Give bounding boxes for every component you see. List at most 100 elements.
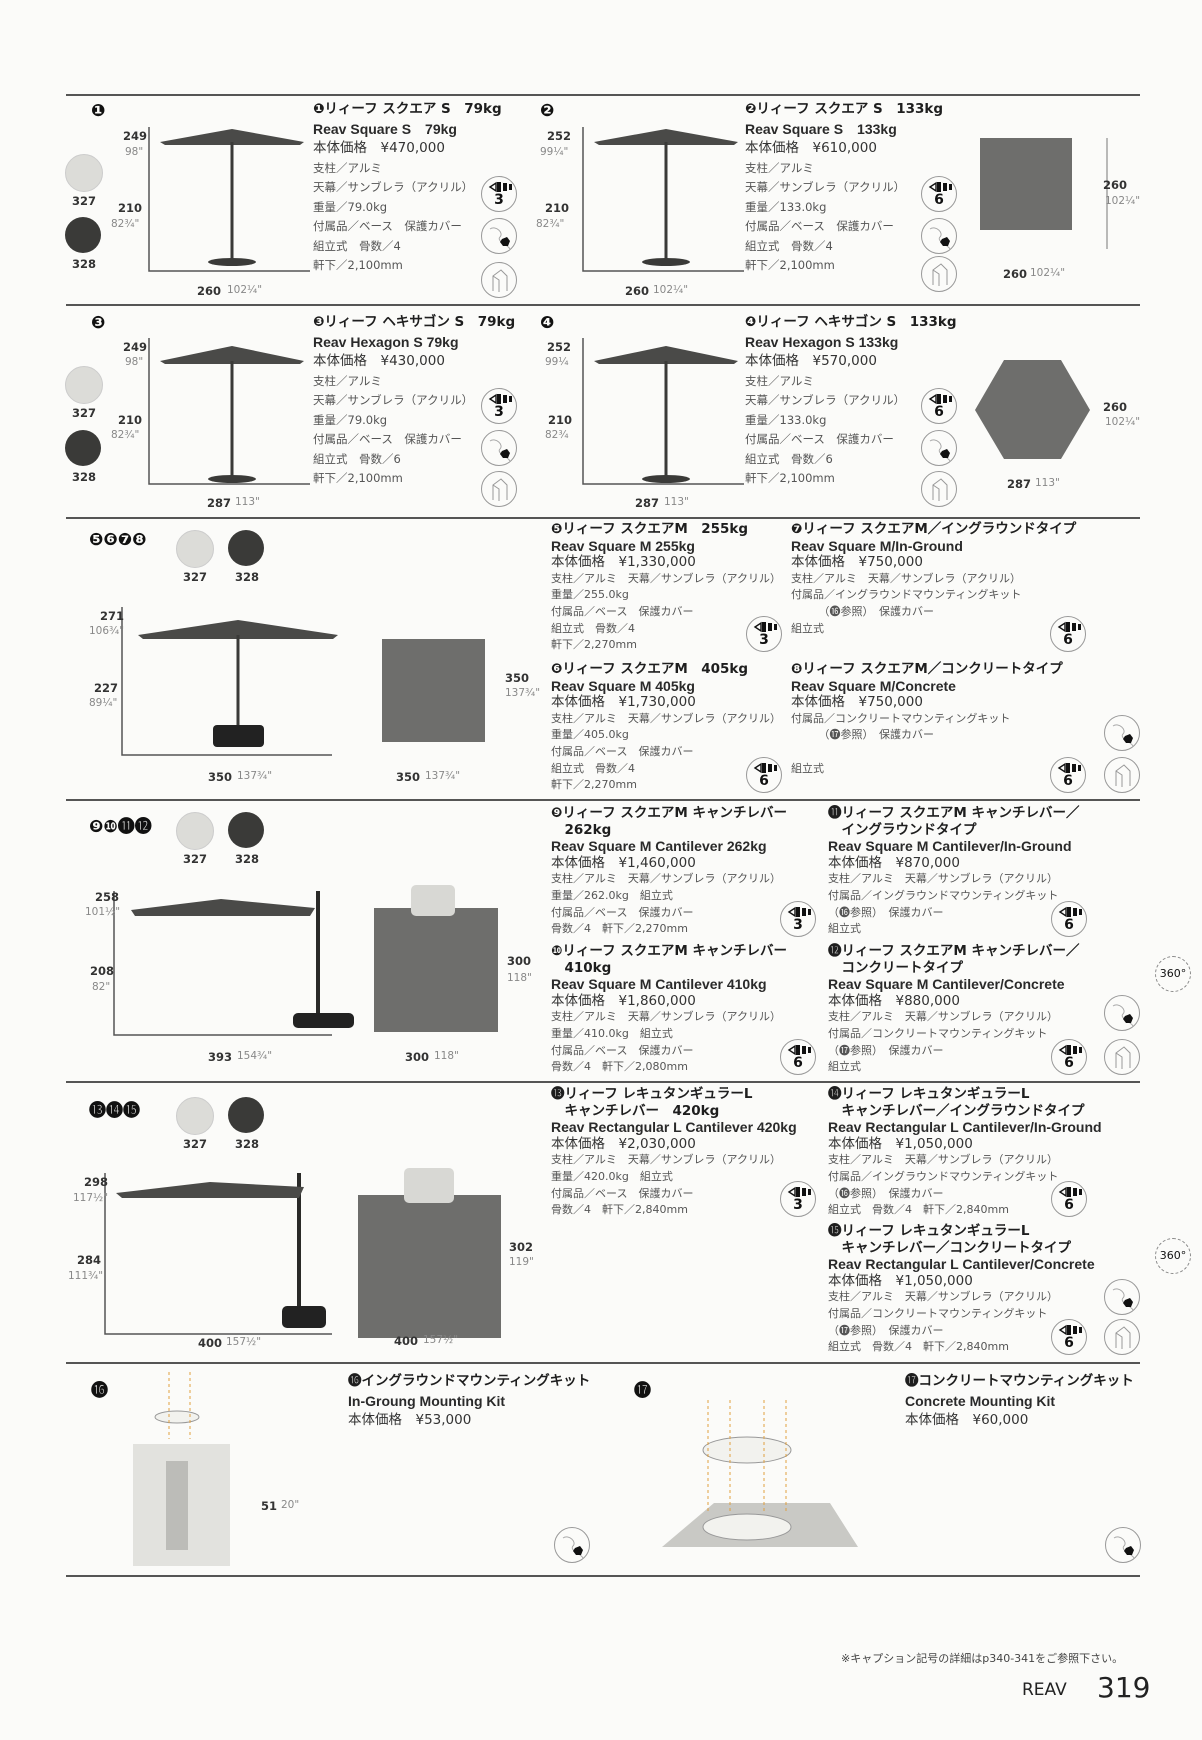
color-swatch-328[interactable]	[228, 812, 264, 848]
product-price: 本体価格 ¥1,050,000	[828, 1272, 973, 1289]
wind-rating-number: 6	[1064, 917, 1074, 933]
dimension-label: 137¾"	[425, 770, 461, 782]
product-spec: （⓰参照） 保護カバー	[828, 905, 944, 919]
product-spec: 支柱／アルミ 天幕／サンブレラ（アクリル）	[551, 1010, 782, 1024]
product-spec: 支柱／アルミ 天幕／サンブレラ（アクリル）	[551, 1153, 782, 1167]
divider	[66, 1081, 1140, 1083]
product-price: 本体価格 ¥2,030,000	[551, 1135, 696, 1152]
product-price: 本体価格 ¥750,000	[791, 694, 923, 711]
dimension-label: 300	[507, 954, 532, 968]
product-spec: （⓱参照） 保護カバー	[828, 1323, 944, 1337]
mount-plate	[411, 885, 455, 916]
color-swatch-328[interactable]	[65, 430, 101, 466]
product-title-jp: ❾リィーフ スクエアM キャンチレバー	[551, 805, 787, 821]
color-swatch-327[interactable]	[65, 154, 103, 192]
product-name: Reav Rectangular L Cantilever/Concrete	[828, 1256, 1095, 1273]
product-spec: 重量／79.0kg	[313, 412, 388, 427]
product-spec: （⓱参照） 保護カバー	[791, 728, 934, 742]
product-spec: 組立式 骨数／6	[313, 451, 401, 466]
dimension-label: 154¾"	[237, 1050, 273, 1062]
dimension-frame	[104, 1173, 332, 1335]
product-spec: 組立式 骨数／4 軒下／2,840mm	[828, 1340, 1009, 1354]
product-spec: 天幕／サンブレラ（アクリル）	[313, 180, 474, 194]
wind-rating-number: 3	[494, 404, 504, 420]
product-price: 本体価格 ¥750,000	[791, 554, 923, 571]
color-code-label: 327	[183, 852, 208, 866]
dimension-label: 111¾"	[68, 1270, 104, 1282]
dimension-label: 82¾"	[111, 429, 140, 441]
canopy-top-view	[374, 908, 498, 1032]
canopy-top-view	[358, 1195, 501, 1338]
color-swatch-327[interactable]	[176, 1097, 214, 1135]
product-title-jp: ❸リィーフ ヘキサゴン S 79kg	[313, 314, 516, 330]
product-spec: 天幕／サンブレラ（アクリル）	[745, 393, 906, 407]
wind-rating-number: 3	[494, 192, 504, 208]
dimension-label: 208	[90, 964, 115, 978]
dimension-label: 249	[123, 340, 148, 354]
base-weight-icon	[554, 1527, 590, 1563]
wind-rating-number: 6	[1064, 1335, 1074, 1351]
product-title-jp: ❹リィーフ ヘキサゴン S 133kg	[745, 314, 957, 330]
umbrella-canopy	[160, 129, 304, 145]
color-swatch-328[interactable]	[65, 217, 101, 253]
color-code-label: 328	[72, 257, 97, 271]
dimension-label: 99¼	[545, 356, 569, 368]
protective-cover-icon	[481, 471, 517, 507]
umbrella-base	[208, 258, 256, 266]
product-price: 本体価格 ¥1,330,000	[551, 554, 696, 571]
product-name: Concrete Mounting Kit	[905, 1392, 1056, 1409]
color-swatch-328[interactable]	[228, 530, 264, 566]
dimension-frame	[121, 607, 332, 756]
dimension-label: 157½"	[423, 1334, 459, 1346]
product-spec: 軒下／2,270mm	[551, 778, 637, 792]
product-spec: 付属品／ベース 保護カバー	[551, 1043, 694, 1057]
product-spec: 付属品／イングラウンドマウンティングキット	[791, 588, 1022, 602]
product-title-jp: ⓭リィーフ レキュタンギュラーL	[551, 1086, 753, 1102]
product-title-jp: ⓰イングラウンドマウンティングキット	[348, 1373, 591, 1389]
product-spec: 重量／133.0kg	[745, 412, 827, 427]
product-spec: 天幕／サンブレラ（アクリル）	[313, 393, 474, 407]
base-weight-icon	[1104, 995, 1140, 1031]
dimension-label: 118"	[434, 1050, 459, 1062]
protective-cover-icon	[481, 262, 517, 298]
dimension-label: 260	[1103, 400, 1128, 414]
product-title-jp: ❽リィーフ スクエアM／コンクリートタイプ	[791, 661, 1063, 677]
umbrella-canopy	[594, 129, 738, 145]
color-swatch-328[interactable]	[228, 1097, 264, 1133]
product-spec: 支柱／アルミ 天幕／サンブレラ（アクリル）	[828, 1290, 1059, 1304]
product-spec: 支柱／アルミ 天幕／サンブレラ（アクリル）	[828, 872, 1059, 886]
umbrella-canopy	[131, 899, 315, 916]
dimension-label: 99¼"	[540, 146, 569, 158]
dimension-label: 249	[123, 129, 148, 143]
product-spec: 重量／79.0kg	[313, 199, 388, 214]
product-spec: 組立式 骨数／4	[313, 238, 401, 253]
dimension-label: 20"	[281, 1499, 300, 1511]
color-swatch-327[interactable]	[176, 530, 214, 568]
dimension-frame	[582, 127, 744, 272]
product-title-jp: ❶リィーフ スクエア S 79kg	[313, 101, 502, 117]
dimension-label: 210	[118, 201, 143, 215]
umbrella-base	[208, 475, 256, 483]
product-title-jp: 262kg	[551, 821, 612, 838]
wind-rating-6-icon: 6	[1050, 757, 1086, 793]
product-title-jp: ⓬リィーフ スクエアM キャンチレバー／	[828, 943, 1080, 959]
product-name: Reav Square M Cantilever 262kg	[551, 838, 767, 855]
dimension-label: 350	[208, 770, 233, 784]
color-swatch-327[interactable]	[176, 812, 214, 850]
dimension-label: 82"	[92, 981, 111, 993]
product-title-jp: ❺リィーフ スクエアM 255kg	[551, 521, 749, 537]
wind-rating-6-icon: 6	[1051, 1319, 1087, 1355]
dimension-label: 210	[548, 413, 573, 427]
base-weight-icon	[921, 430, 957, 466]
product-spec: 付属品／イングラウンドマウンティングキット	[828, 1169, 1059, 1183]
wind-rating-number: 6	[934, 404, 944, 420]
color-code-label: 328	[235, 852, 260, 866]
dimension-label: 271	[100, 609, 125, 623]
color-swatch-327[interactable]	[65, 366, 103, 404]
